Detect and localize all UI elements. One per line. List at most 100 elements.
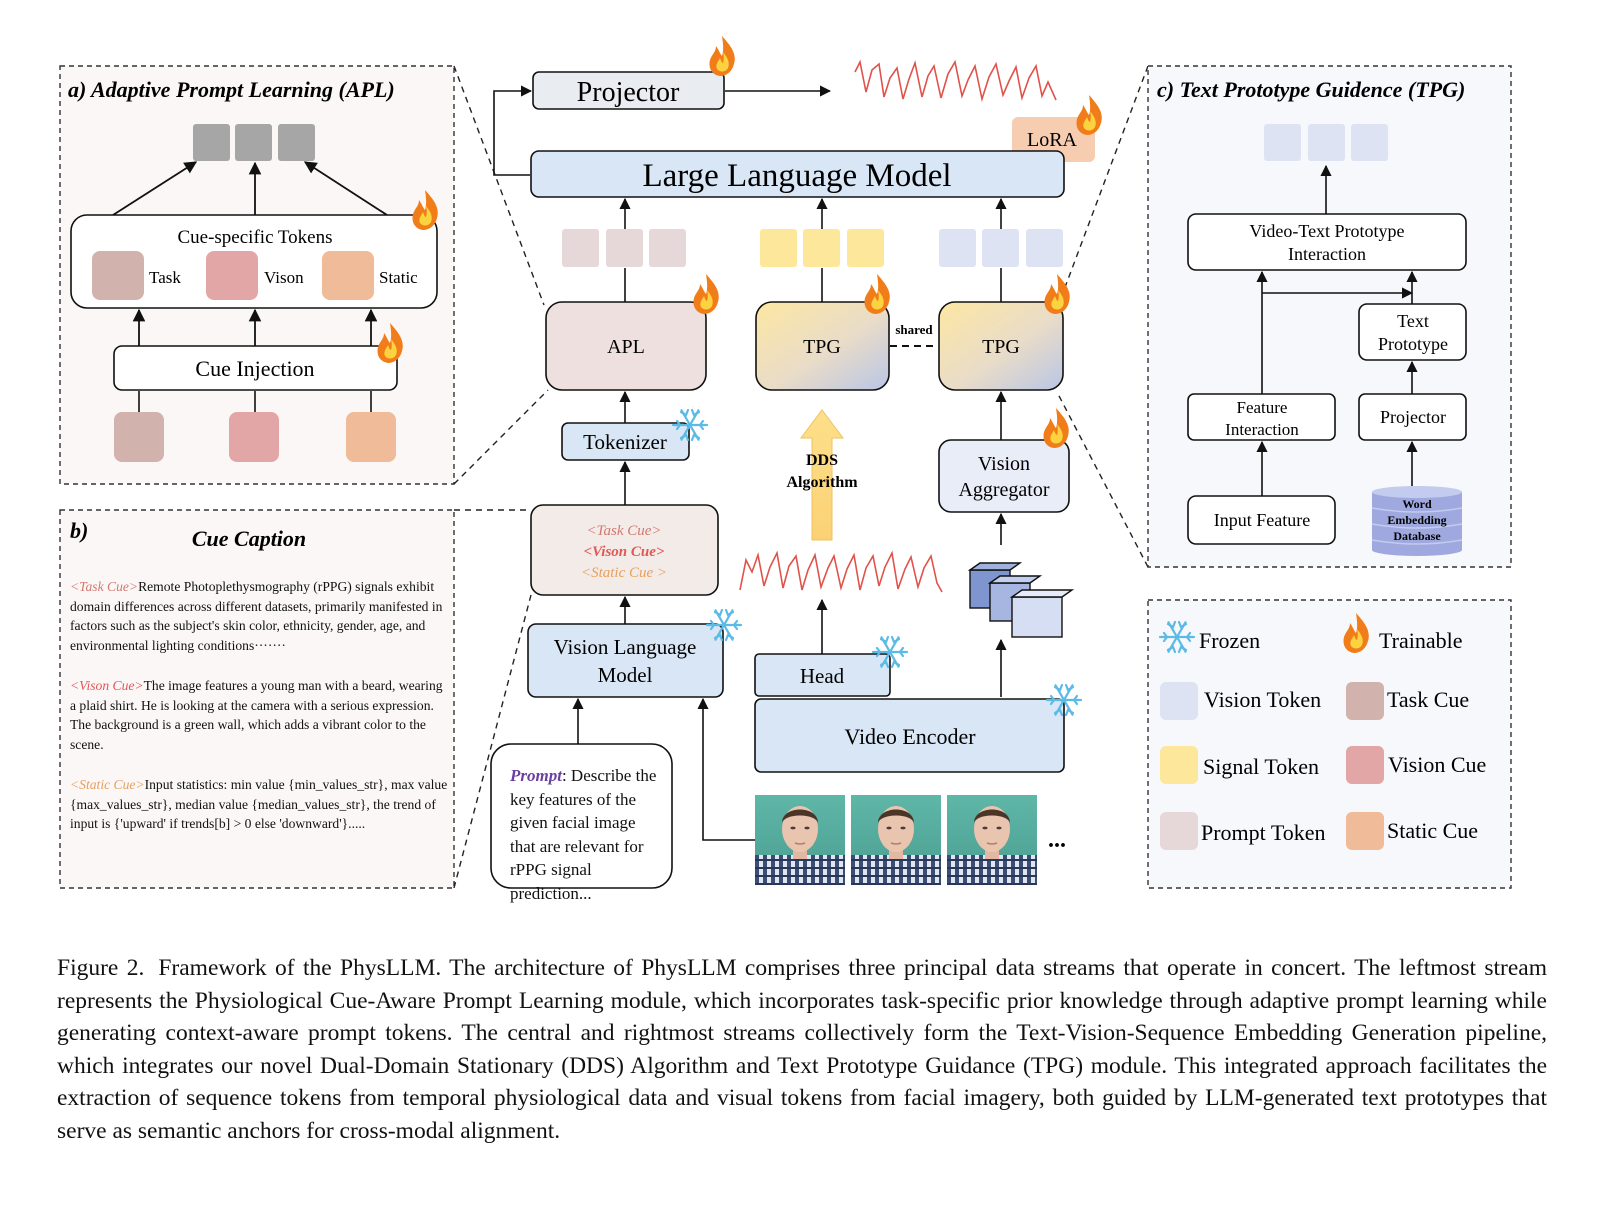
cue-injection-label: Cue Injection <box>195 356 314 381</box>
task-cue-tag: <Task Cue> <box>586 523 661 539</box>
database-line3: Database <box>1393 529 1441 543</box>
database-line1: Word <box>1402 497 1432 511</box>
static-cue-input <box>346 412 396 462</box>
static-cue-tag: <Static Cue > <box>581 565 667 581</box>
dds-label-line1: DDS <box>806 452 838 469</box>
head-label: Head <box>800 664 845 688</box>
vlm-box <box>527 623 724 698</box>
feature-interaction-line1: Feature <box>1237 398 1288 417</box>
legend-frozen: Frozen <box>1199 628 1260 653</box>
feature-interaction-box <box>1187 393 1336 441</box>
tpg-projector-label: Projector <box>1380 407 1446 427</box>
llm-label: Large Language Model <box>642 158 951 194</box>
figure-caption: Figure 2.Framework of the PhysLLM. The a… <box>57 952 1547 1147</box>
signal-token <box>760 229 797 267</box>
face-frame-image <box>850 794 942 886</box>
prompt-box <box>490 743 673 889</box>
dds-arrow <box>800 409 844 541</box>
vision-cue-input <box>229 412 279 462</box>
vision-token <box>982 229 1019 267</box>
static-token <box>322 251 374 300</box>
input-feature-label: Input Feature <box>1214 510 1310 530</box>
tpg-projector-box <box>1358 393 1467 441</box>
tokenizer-box <box>561 422 690 461</box>
figure-caption-text: Framework of the PhysLLM. The architectu… <box>57 955 1547 1144</box>
legend-swatch-static-cue <box>1346 812 1384 850</box>
tpg-box-vision <box>938 301 1064 391</box>
tpg-label: TPG <box>803 336 841 358</box>
input-signal-wave <box>739 550 943 593</box>
panel-tpg: c) Text Prototype Guidence (TPG) Video-T… <box>1147 65 1512 568</box>
vision-aggregator-line2: Aggregator <box>958 479 1049 501</box>
vlm-label-line1: Vision Language <box>554 635 697 659</box>
prompt-token <box>649 229 686 267</box>
panel-b-title: Cue Caption <box>192 526 306 551</box>
output-token <box>235 124 272 161</box>
legend-swatch-vision-token <box>1160 682 1198 720</box>
static-token-label: Static <box>379 268 418 287</box>
cue-caption-text: <Task Cue>Remote Photoplethysmography (r… <box>70 577 448 855</box>
face-frame-image <box>946 794 1038 886</box>
vision-aggregator-box <box>938 439 1070 513</box>
legend-swatch-prompt-token <box>1160 812 1198 850</box>
vision-token <box>206 251 258 300</box>
text-prototype-line2: Prototype <box>1378 334 1448 354</box>
legend: Frozen Trainable Vision Token Task Cue S… <box>1147 599 1512 889</box>
task-token <box>92 251 144 300</box>
task-cue-paragraph: <Task Cue>Remote Photoplethysmography (r… <box>70 577 448 655</box>
video-text-interaction-line2: Interaction <box>1288 244 1366 264</box>
apl-box <box>545 301 707 391</box>
panel-a-title: a) Adaptive Prompt Learning (APL) <box>68 77 395 102</box>
trainable-fire-icon <box>1044 274 1070 314</box>
legend-static-cue: Static Cue <box>1387 818 1478 843</box>
legend-prompt-token: Prompt Token <box>1201 820 1326 845</box>
apl-label: APL <box>607 336 645 358</box>
task-cue-tag: <Task Cue> <box>70 579 139 594</box>
output-signal-wave <box>854 59 1057 103</box>
vision-token <box>939 229 976 267</box>
prompt-body: : Describe the key features of the given… <box>510 766 657 903</box>
vision-cue-text: The image features a young man with a be… <box>70 678 443 752</box>
dds-label-line2: Algorithm <box>786 474 858 491</box>
database-line2: Embedding <box>1387 513 1446 527</box>
shared-label: shared <box>895 322 933 337</box>
output-vision-token <box>1351 124 1388 161</box>
face-frame-image <box>754 794 846 886</box>
more-frames-ellipsis: ... <box>1048 827 1066 853</box>
cue-specific-tokens-label: Cue-specific Tokens <box>177 227 332 248</box>
panel-c-title: c) Text Prototype Guidence (TPG) <box>1157 77 1465 102</box>
legend-trainable: Trainable <box>1379 628 1463 653</box>
task-cue-input <box>114 412 164 462</box>
signal-token <box>803 229 840 267</box>
tpg-label: TPG <box>982 336 1020 358</box>
task-token-label: Task <box>149 268 181 287</box>
panel-apl: a) Adaptive Prompt Learning (APL) Cue-sp… <box>59 65 455 485</box>
video-text-interaction-line1: Video-Text Prototype <box>1249 221 1404 241</box>
llm-box <box>530 150 1065 198</box>
prompt-token <box>562 229 599 267</box>
vision-cue-tag: <Vison Cue> <box>70 678 144 693</box>
prompt-text: Prompt: Describe the key features of the… <box>510 764 660 905</box>
trainable-fire-icon <box>864 274 890 314</box>
output-vision-token <box>1308 124 1345 161</box>
output-vision-token <box>1264 124 1301 161</box>
trainable-fire-icon <box>1043 408 1069 448</box>
vision-cue-paragraph: <Vison Cue>The image features a young ma… <box>70 676 448 754</box>
vision-token-label: Vison <box>264 268 304 287</box>
legend-signal-token: Signal Token <box>1203 754 1319 779</box>
trainable-fire-icon <box>693 274 719 314</box>
projector-label: Projector <box>577 77 680 108</box>
legend-vision-cue: Vision Cue <box>1388 752 1486 777</box>
legend-swatch-vision-cue <box>1346 746 1384 784</box>
video-encoder-box <box>754 698 1065 773</box>
figure-caption-label: Figure 2. <box>57 955 145 981</box>
physllm-framework-diagram: a) Adaptive Prompt Learning (APL) Cue-sp… <box>59 36 1512 889</box>
zoom-connectors <box>453 65 1149 889</box>
task-cue-text: Remote Photoplethysmography (rPPG) signa… <box>70 579 443 653</box>
head-box <box>754 653 891 697</box>
trainable-fire-icon <box>709 36 735 76</box>
output-token <box>278 124 315 161</box>
legend-swatch-task-cue <box>1346 682 1384 720</box>
tpg-box-signal <box>755 301 890 391</box>
vision-aggregator-line1: Vision <box>978 453 1030 475</box>
